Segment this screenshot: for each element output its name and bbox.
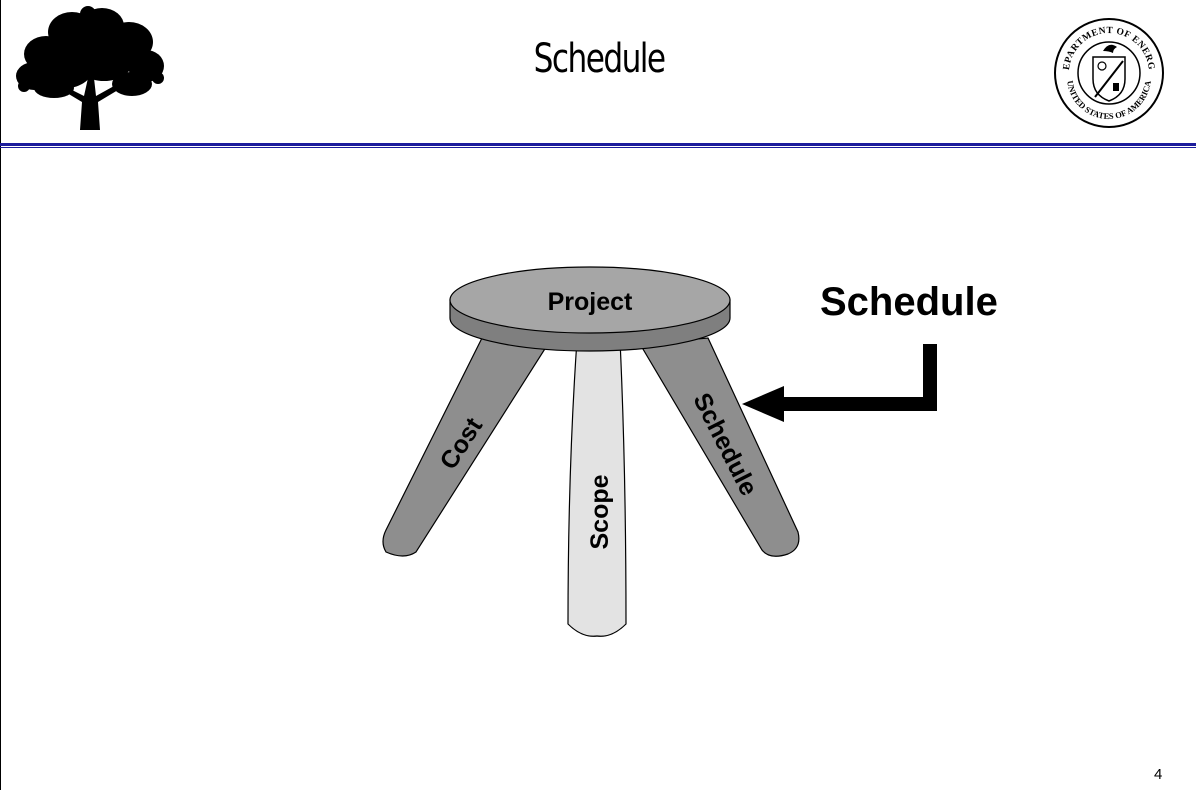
seat-label: Project	[548, 288, 633, 316]
schedule-callout-label: Schedule	[820, 280, 998, 324]
tree-icon	[16, 6, 164, 130]
page-number: 4	[1154, 766, 1163, 783]
header-rule-thin	[0, 147, 1196, 148]
scope-leg	[567, 339, 627, 637]
cost-leg	[382, 337, 550, 557]
schedule-leg	[638, 337, 800, 557]
seat-top	[449, 266, 731, 334]
department-of-energy-seal-icon: DEPARTMENT OF ENERGY UNITED STATES OF AM…	[1053, 17, 1164, 128]
slide-left-border	[0, 0, 1, 790]
header-rule	[0, 143, 1196, 146]
scope-leg-label: Scope	[586, 474, 614, 549]
slide-title: Schedule	[533, 36, 666, 82]
arrow-left-icon	[742, 344, 937, 422]
